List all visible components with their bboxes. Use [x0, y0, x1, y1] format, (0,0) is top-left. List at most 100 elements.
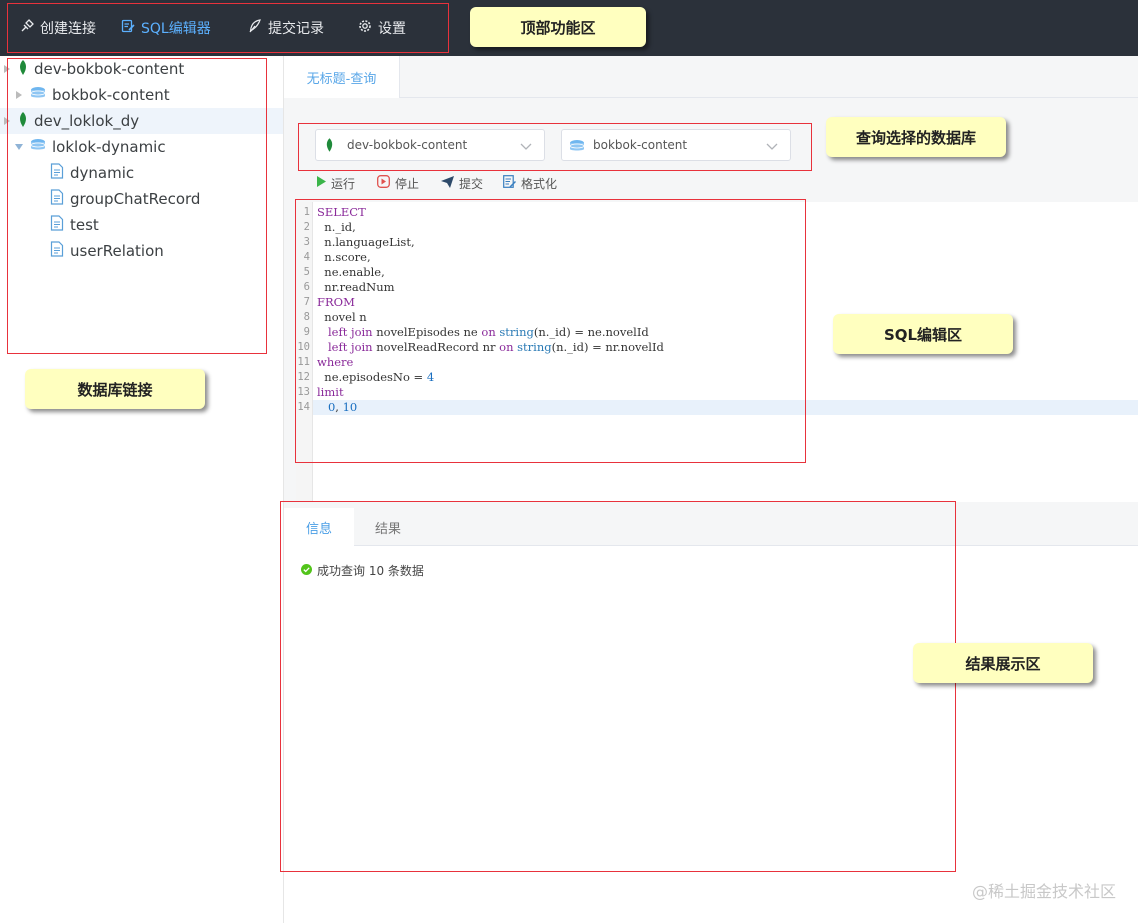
tree-item-label: groupChatRecord: [70, 190, 201, 208]
line-number: 14: [297, 401, 310, 413]
callout-sidebar: 数据库链接: [25, 369, 205, 409]
code-line: left join novelReadRecord nr on string(n…: [327, 340, 664, 354]
leaf-icon: [325, 138, 334, 155]
result-tab-bar: 信息 结果: [284, 508, 1138, 547]
feather-icon: [248, 19, 262, 37]
code-line: SELECT: [317, 205, 366, 219]
code-line: where: [317, 355, 354, 369]
stop-button[interactable]: 停止: [377, 174, 419, 192]
database-icon: [569, 139, 585, 156]
submit-label: 提交: [459, 176, 484, 191]
format-icon: [503, 175, 517, 191]
code-line: n._id,: [317, 220, 356, 234]
callout-db-select: 查询选择的数据库: [826, 117, 1006, 157]
tree-item-label: loklok-dynamic: [52, 138, 166, 156]
code-line: 0, 10: [327, 400, 358, 414]
select-value: dev-bokbok-content: [347, 138, 468, 152]
line-number: 9: [303, 326, 310, 338]
document-icon: [50, 241, 64, 261]
nav-sql-editor[interactable]: SQL编辑器: [121, 18, 211, 38]
status-message: 成功查询 10 条数据: [317, 564, 424, 578]
tree-item-database[interactable]: bokbok-content: [14, 82, 170, 108]
tree-item-collection[interactable]: dynamic: [50, 160, 134, 186]
chevron-down-icon: [520, 140, 532, 152]
send-icon: [441, 175, 454, 191]
tree-item-collection[interactable]: groupChatRecord: [50, 186, 200, 212]
caret-right-icon[interactable]: [2, 116, 12, 126]
tree-item-label: bokbok-content: [52, 86, 170, 104]
code-line: left join novelEpisodes ne on string(n._…: [327, 325, 649, 339]
callout-result: 结果展示区: [913, 643, 1093, 683]
caret-down-icon[interactable]: [14, 142, 24, 152]
line-number: 3: [303, 236, 310, 248]
gear-icon: [358, 19, 372, 37]
line-number: 10: [297, 341, 310, 353]
document-icon: [50, 189, 64, 209]
line-gutter: [296, 202, 313, 502]
database-select[interactable]: bokbok-content: [561, 129, 791, 161]
plug-icon: [20, 19, 34, 37]
tree-item-label: test: [70, 216, 99, 234]
tree-item-label: dev_loklok_dy: [34, 112, 140, 130]
stop-label: 停止: [395, 176, 420, 191]
run-button[interactable]: 运行: [317, 174, 355, 192]
caret-right-icon[interactable]: [2, 64, 12, 74]
code-line: ne.enable,: [317, 265, 385, 279]
tree-item-label: dev-bokbok-content: [34, 60, 185, 78]
submit-button[interactable]: 提交: [441, 174, 483, 192]
caret-right-icon[interactable]: [14, 90, 24, 100]
line-number: 8: [303, 311, 310, 323]
line-number: 13: [297, 386, 310, 398]
format-label: 格式化: [521, 176, 558, 191]
tree-item-collection[interactable]: userRelation: [50, 238, 164, 264]
code-line: n.languageList,: [317, 235, 415, 249]
query-status: 成功查询 10 条数据: [301, 562, 424, 579]
nav-label: 创建连接: [40, 21, 96, 37]
document-icon: [50, 163, 64, 183]
code-line: FROM: [317, 295, 355, 309]
nav-commit-history[interactable]: 提交记录: [248, 18, 324, 38]
nav-label: 提交记录: [268, 21, 324, 37]
database-icon: [30, 138, 46, 156]
tree-item-database[interactable]: loklok-dynamic: [14, 134, 166, 160]
tab-untitled-query[interactable]: 无标题-查询: [284, 56, 400, 98]
code-line: nr.readNum: [317, 280, 395, 294]
code-line: n.score,: [317, 250, 371, 264]
nav-settings[interactable]: 设置: [358, 18, 406, 38]
leaf-icon: [18, 111, 28, 131]
tab-result[interactable]: 结果: [374, 521, 401, 537]
tab-info[interactable]: 信息: [284, 508, 354, 547]
line-number: 6: [303, 281, 310, 293]
run-label: 运行: [331, 176, 356, 191]
chevron-down-icon: [766, 140, 778, 152]
tree-item-collection[interactable]: test: [50, 212, 99, 238]
line-number: 4: [303, 251, 310, 263]
line-number: 5: [303, 266, 310, 278]
database-icon: [30, 86, 46, 104]
result-panel: [284, 546, 1138, 923]
query-tab-bar: 无标题-查询: [284, 56, 1138, 98]
code-line: limit: [317, 385, 344, 399]
select-value: bokbok-content: [593, 138, 688, 152]
check-circle-icon: [301, 563, 312, 578]
document-icon: [50, 215, 64, 235]
line-number: 11: [297, 356, 310, 368]
tree-item-connection[interactable]: dev_loklok_dy: [2, 108, 139, 134]
watermark: @稀土掘金技术社区: [971, 882, 1116, 901]
line-number: 7: [303, 296, 310, 308]
stop-icon: [377, 175, 390, 191]
callout-sql: SQL编辑区: [833, 314, 1013, 354]
tree-highlight: [0, 108, 283, 134]
nav-create-connection[interactable]: 创建连接: [20, 18, 96, 38]
current-line-highlight: [313, 400, 1138, 415]
line-number: 2: [303, 221, 310, 233]
tree-item-label: dynamic: [70, 164, 135, 182]
code-line: ne.episodesNo = 4: [317, 370, 435, 384]
nav-label: 设置: [378, 21, 406, 37]
connection-sidebar: [0, 56, 284, 923]
edit-icon: [121, 19, 135, 37]
line-number: 12: [297, 371, 310, 383]
connection-select[interactable]: dev-bokbok-content: [315, 129, 545, 161]
format-button[interactable]: 格式化: [503, 174, 557, 192]
tree-item-connection[interactable]: dev-bokbok-content: [2, 56, 184, 82]
